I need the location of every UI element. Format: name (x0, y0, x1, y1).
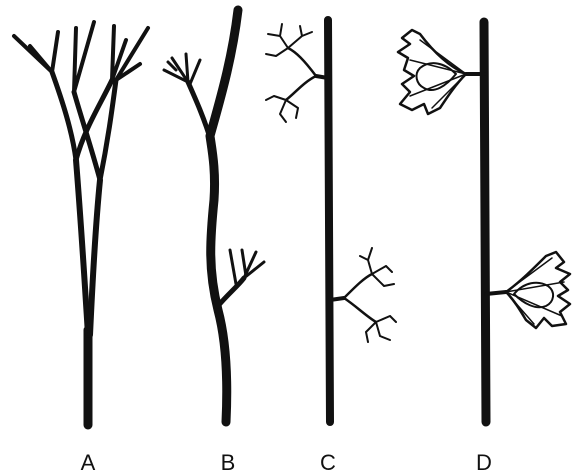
panel-a-twig (52, 32, 58, 72)
panel-d-axis (484, 22, 486, 422)
panel-b-twig (188, 82, 210, 138)
panel-c-twig (266, 48, 288, 56)
panel-c-branch (286, 76, 316, 100)
panel-b-twig-cluster-lower (218, 250, 264, 306)
panel-c-branch (344, 298, 376, 322)
panel-label-a: A (81, 450, 96, 475)
panel-c-axis (328, 20, 330, 422)
panel-c-drawing (266, 20, 396, 422)
panel-label-c: C (320, 450, 336, 475)
panel-c-twig (360, 248, 392, 274)
panel-b-twig (230, 250, 236, 284)
panel-c-lateral-system-lower (330, 248, 396, 342)
panel-c-twig (372, 274, 394, 286)
panel-b-drawing (164, 10, 264, 422)
panel-c-twig (366, 316, 396, 342)
panel-c-branch (288, 48, 316, 76)
panel-c-lateral-system-upper (266, 24, 328, 122)
panel-d-webbed-system-lower (486, 252, 570, 328)
panel-a-twig (30, 46, 52, 72)
panel-b-twig (218, 278, 244, 306)
panel-d-stalk (486, 292, 506, 294)
panel-a-branch (90, 180, 100, 335)
panel-a-branch (76, 160, 88, 335)
panel-d-webbed-system-upper (398, 30, 484, 114)
panel-b-twig-cluster-upper (164, 54, 210, 138)
panel-c-stalk (316, 76, 328, 78)
panel-b-axis (210, 10, 238, 422)
panel-c-twig (268, 24, 312, 48)
panel-c-twig (266, 96, 298, 122)
panel-b-twig (186, 54, 188, 82)
panel-b-twig (190, 60, 200, 84)
panel-b-twig (242, 250, 246, 276)
panel-c-stalk (330, 298, 344, 300)
panel-label-d: D (476, 450, 492, 475)
panel-a-drawing (14, 22, 148, 425)
panel-c-branch (344, 274, 372, 298)
panel-d-drawing (398, 22, 570, 422)
panel-label-b: B (221, 450, 236, 475)
